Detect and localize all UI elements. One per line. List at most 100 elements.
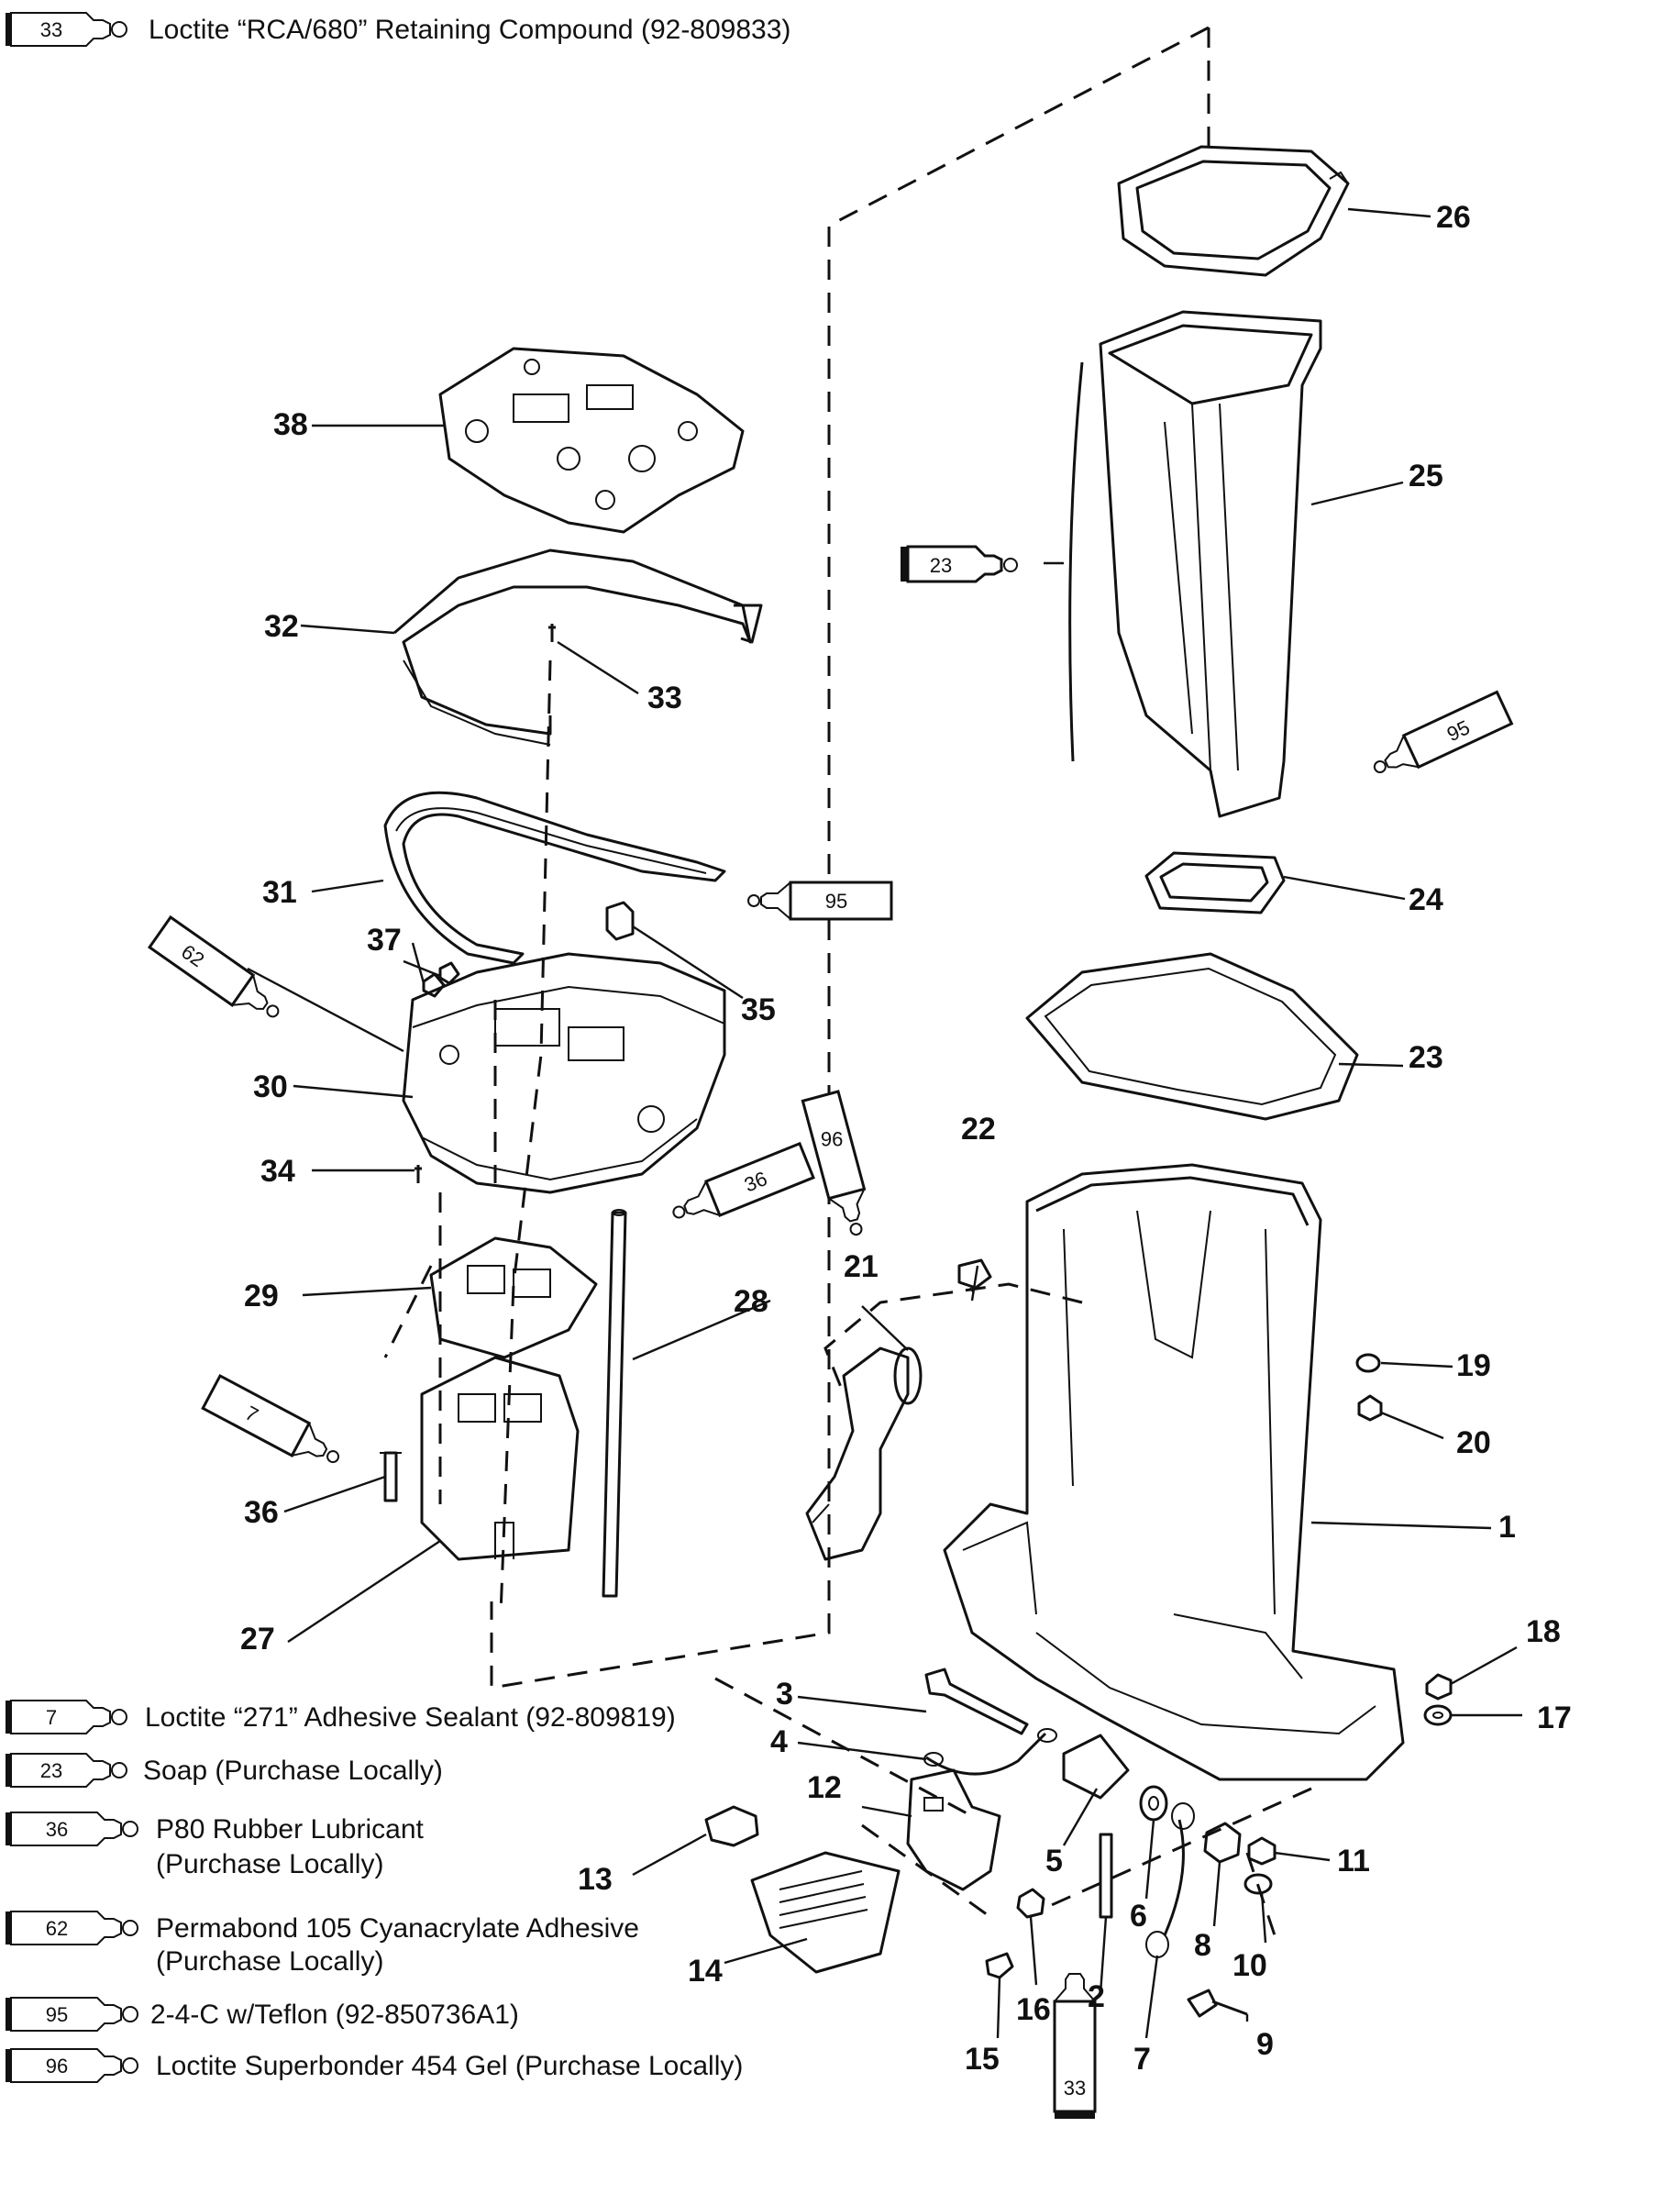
legend-code: 36	[46, 1818, 68, 1841]
tube-95-right: 95	[1373, 690, 1514, 773]
legend-text: Loctite “271” Adhesive Sealant (92-80981…	[145, 1702, 676, 1733]
callout-14: 14	[688, 1954, 723, 1989]
tube-33-bottom: 33	[1053, 1973, 1097, 2119]
callout-34: 34	[260, 1154, 295, 1189]
legend-item-33: 33 Loctite “RCA/680” Retaining Compound …	[6, 12, 790, 47]
legend-text: Loctite “RCA/680” Retaining Compound (92…	[149, 15, 790, 45]
legend-code: 62	[46, 1917, 68, 1940]
callout-35: 35	[741, 992, 776, 1027]
part-6-washer	[1139, 1785, 1168, 1822]
tube-95-middle: 95	[747, 881, 893, 921]
callout-33: 33	[647, 681, 682, 715]
tube-icon	[6, 12, 127, 47]
part-11-nut	[1247, 1836, 1277, 1866]
part-38-gasket	[438, 347, 745, 534]
callout-5: 5	[1045, 1844, 1063, 1878]
tube-icon	[6, 2048, 138, 2083]
part-13-bolt	[704, 1805, 759, 1847]
part-30-adaptor-plate	[402, 952, 726, 1194]
callout-19: 19	[1456, 1348, 1491, 1383]
tube-7: 7	[201, 1373, 340, 1464]
part-20-nut	[1357, 1394, 1383, 1422]
callout-28: 28	[734, 1284, 768, 1319]
callout-13: 13	[578, 1862, 613, 1897]
part-3-bolt	[924, 1668, 1029, 1735]
part-34-pin	[414, 1165, 422, 1183]
callout-7: 7	[1133, 2042, 1151, 2077]
callout-23: 23	[1409, 1040, 1443, 1075]
legend-text: Permabond 105 Cyanacrylate Adhesive	[156, 1913, 639, 1944]
legend-text: 2-4-C w/Teflon (92-850736A1)	[150, 2000, 519, 2030]
callout-18: 18	[1526, 1614, 1561, 1649]
callout-16: 16	[1016, 1992, 1051, 2027]
part-2-stud	[1099, 1833, 1113, 1919]
part-15-screw	[985, 1952, 1014, 1979]
tube-code: 23	[930, 554, 952, 577]
tube-code: 96	[821, 1128, 843, 1151]
tube-icon	[6, 1753, 127, 1788]
legend-item-23: 23 Soap (Purchase Locally)	[6, 1753, 443, 1788]
part-33-pin	[548, 624, 556, 642]
callout-36: 36	[244, 1495, 279, 1530]
tube-62: 62	[147, 914, 280, 1018]
callout-1: 1	[1498, 1510, 1516, 1545]
part-5-anode	[1062, 1734, 1130, 1800]
callout-2: 2	[1088, 1979, 1105, 2014]
callout-26: 26	[1436, 200, 1471, 235]
tube-96: 96	[801, 1090, 867, 1236]
tube-36: 36	[672, 1141, 815, 1219]
part-8-nut	[1203, 1822, 1242, 1864]
part-21-tube	[805, 1346, 923, 1561]
legend-item-96: 96 Loctite Superbonder 454 Gel (Purchase…	[6, 2048, 743, 2083]
legend-item-62: 62 Permabond 105 Cyanacrylate Adhesive (…	[6, 1911, 639, 1977]
part-4-strap	[923, 1728, 1057, 1776]
callout-9: 9	[1256, 2027, 1274, 2062]
callout-15: 15	[965, 2042, 1000, 2077]
part-27-exhaust	[420, 1356, 580, 1561]
legend-text: P80 Rubber Lubricant	[156, 1814, 425, 1845]
part-10-washer	[1243, 1873, 1273, 1895]
part-1-driveshaft-housing	[943, 1163, 1405, 1781]
part-37-plugs	[422, 961, 460, 998]
tube-icon	[6, 1812, 138, 1846]
callout-22: 22	[961, 1112, 996, 1147]
callout-27: 27	[240, 1622, 275, 1657]
callout-17: 17	[1537, 1701, 1572, 1735]
callouts: 1 2 3 4 5 6 7 8 9 10 11 12 13 14 15 16 1…	[240, 200, 1572, 2077]
callout-30: 30	[253, 1069, 288, 1104]
part-19-washer	[1355, 1353, 1381, 1373]
part-14-trim-tab	[750, 1851, 901, 1974]
callout-38: 38	[273, 407, 308, 442]
part-18-nut	[1425, 1673, 1453, 1701]
callout-31: 31	[262, 875, 297, 910]
callout-10: 10	[1232, 1948, 1267, 1983]
part-9-screw	[1187, 1989, 1248, 2018]
part-32-gasket	[393, 548, 763, 746]
part-25-exhaust-duct	[1068, 310, 1322, 818]
part-29-gasket	[429, 1236, 598, 1359]
legend-text: Loctite Superbonder 454 Gel (Purchase Lo…	[156, 2051, 743, 2081]
tube-icon	[6, 1997, 138, 2032]
part-35-sleeve	[605, 901, 635, 941]
part-17-washer	[1423, 1704, 1453, 1726]
part-28-tube	[602, 1209, 627, 1598]
legend-item-7: 7 Loctite “271” Adhesive Sealant (92-809…	[6, 1700, 676, 1734]
leader-lines	[247, 207, 1522, 2039]
part-26-gasket	[1117, 145, 1350, 277]
callout-25: 25	[1409, 459, 1443, 493]
callout-37: 37	[367, 923, 402, 958]
legend: 33 Loctite “RCA/680” Retaining Compound …	[6, 12, 790, 2083]
tube-code: 33	[1064, 2077, 1086, 2100]
tube-23-soap: 23	[901, 545, 1018, 583]
callout-21: 21	[844, 1249, 879, 1284]
legend-text-2: (Purchase Locally)	[156, 1946, 383, 1977]
callout-3: 3	[776, 1677, 793, 1712]
part-31-seal	[383, 791, 726, 965]
legend-text: Soap (Purchase Locally)	[143, 1756, 443, 1786]
callout-24: 24	[1409, 882, 1443, 917]
legend-code: 95	[46, 2003, 68, 2026]
tube-code: 95	[825, 890, 847, 913]
legend-code: 23	[40, 1759, 62, 1782]
legend-item-95: 95 2-4-C w/Teflon (92-850736A1)	[6, 1997, 519, 2032]
callout-4: 4	[770, 1724, 788, 1759]
